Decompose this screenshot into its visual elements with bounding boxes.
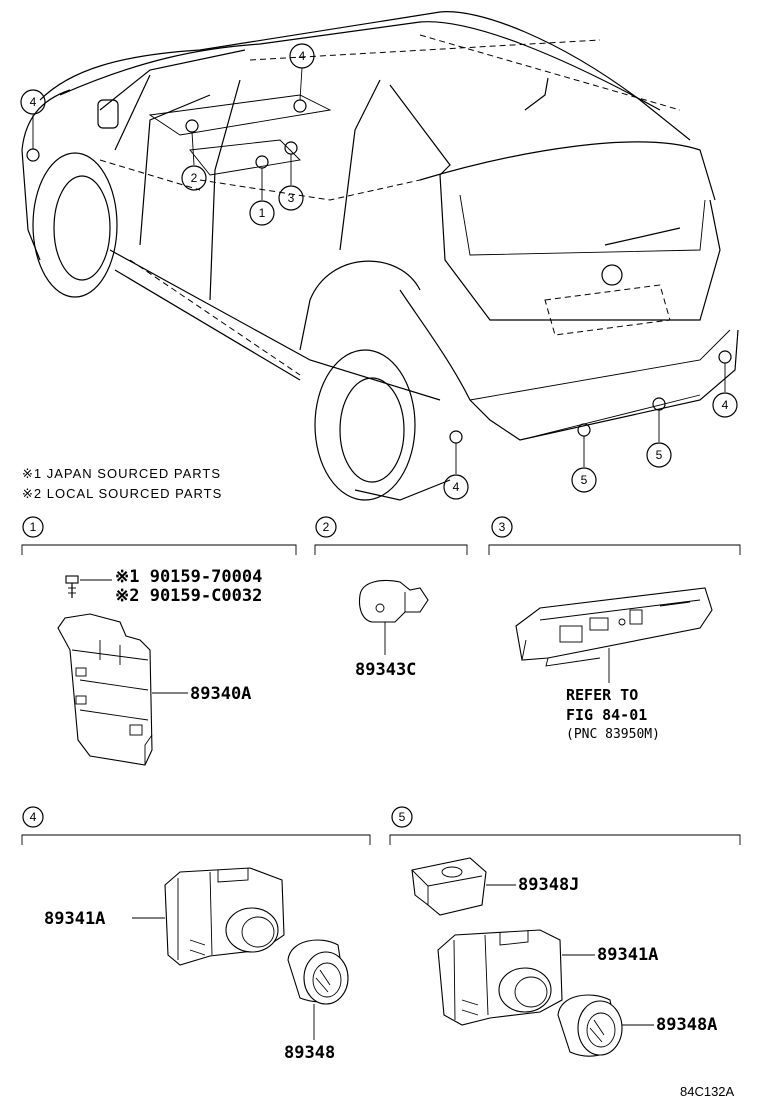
callout-5-rear-right: 5 bbox=[656, 448, 663, 462]
refer-to-line1: REFER TO bbox=[566, 686, 638, 704]
bolt-japan-part-number: ※1 90159-70004 bbox=[115, 567, 262, 587]
callout-leaders bbox=[32, 67, 726, 474]
section-3-number: 3 bbox=[499, 520, 506, 534]
callout-4-front-center: 4 bbox=[299, 49, 306, 63]
sensor-marker-front-corner bbox=[26, 148, 40, 162]
bezel-89348a-part-number: 89348A bbox=[656, 1015, 717, 1035]
section-2-number: 2 bbox=[323, 520, 330, 534]
section-4: 4 89341A 89348 bbox=[21, 806, 371, 1063]
bezel-part-5 bbox=[557, 994, 623, 1057]
ultrasonic-sensor-part-4 bbox=[164, 867, 285, 966]
sensor-89341a-part-number-4: 89341A bbox=[44, 909, 105, 929]
sensor-marker-front-center bbox=[293, 99, 307, 113]
note-japan-sourced: ※1 JAPAN SOURCED PARTS bbox=[22, 466, 221, 481]
callout-5-rear-left: 5 bbox=[581, 473, 588, 487]
section-1: 1 ※1 90159-70004 ※2 90159-C0032 89340A bbox=[21, 516, 297, 766]
sensor-marker-rear-right bbox=[718, 350, 732, 364]
buzzer-sensor-part bbox=[358, 579, 429, 623]
callout-4-rear-left: 4 bbox=[453, 480, 460, 494]
bezel-89348-part-number: 89348 bbox=[284, 1043, 335, 1063]
section-2: 2 89343C bbox=[314, 516, 468, 680]
callout-4-front: 4 bbox=[30, 95, 37, 109]
refer-to-figure: FIG 84-01 bbox=[566, 706, 647, 724]
sensor-89343c-part-number: 89343C bbox=[355, 660, 416, 680]
section-1-number: 1 bbox=[30, 520, 37, 534]
ecu-part bbox=[57, 613, 153, 766]
section-5-number: 5 bbox=[399, 810, 406, 824]
switch-panel-part bbox=[515, 587, 713, 667]
ecu-part-number: 89340A bbox=[190, 684, 251, 704]
sensor-markers bbox=[26, 99, 732, 444]
diagram-code: 84C132A bbox=[680, 1084, 735, 1099]
refer-to-pnc: (PNC 83950M) bbox=[566, 727, 660, 742]
ultrasonic-sensor-part-5 bbox=[437, 929, 563, 1026]
callouts: 4 2 1 3 4 4 5 5 4 bbox=[20, 43, 738, 500]
bolt-local-part-number: ※2 90159-C0032 bbox=[115, 586, 262, 606]
note-local-sourced: ※2 LOCAL SOURCED PARTS bbox=[22, 486, 222, 501]
callout-1: 1 bbox=[259, 206, 266, 220]
callout-3: 3 bbox=[288, 191, 295, 205]
section-3: 3 REFER TO FIG 84-01 (PNC 83950M) bbox=[488, 516, 741, 742]
section-5: 5 89348J 89341A 89 bbox=[389, 806, 741, 1057]
vehicle-illustration bbox=[21, 11, 739, 501]
section-4-number: 4 bbox=[30, 810, 37, 824]
callout-4-rear-right: 4 bbox=[722, 398, 729, 412]
sensor-89341a-part-number-5: 89341A bbox=[597, 945, 658, 965]
retainer-part-5 bbox=[411, 857, 487, 916]
bezel-part-4 bbox=[287, 939, 349, 1005]
sensor-marker-3 bbox=[284, 141, 298, 155]
callout-2: 2 bbox=[191, 171, 198, 185]
sensor-marker-rear-left bbox=[449, 430, 463, 444]
sensor-marker-2 bbox=[185, 119, 199, 133]
retainer-89348j-part-number: 89348J bbox=[518, 875, 579, 895]
bolt-part bbox=[65, 575, 112, 598]
